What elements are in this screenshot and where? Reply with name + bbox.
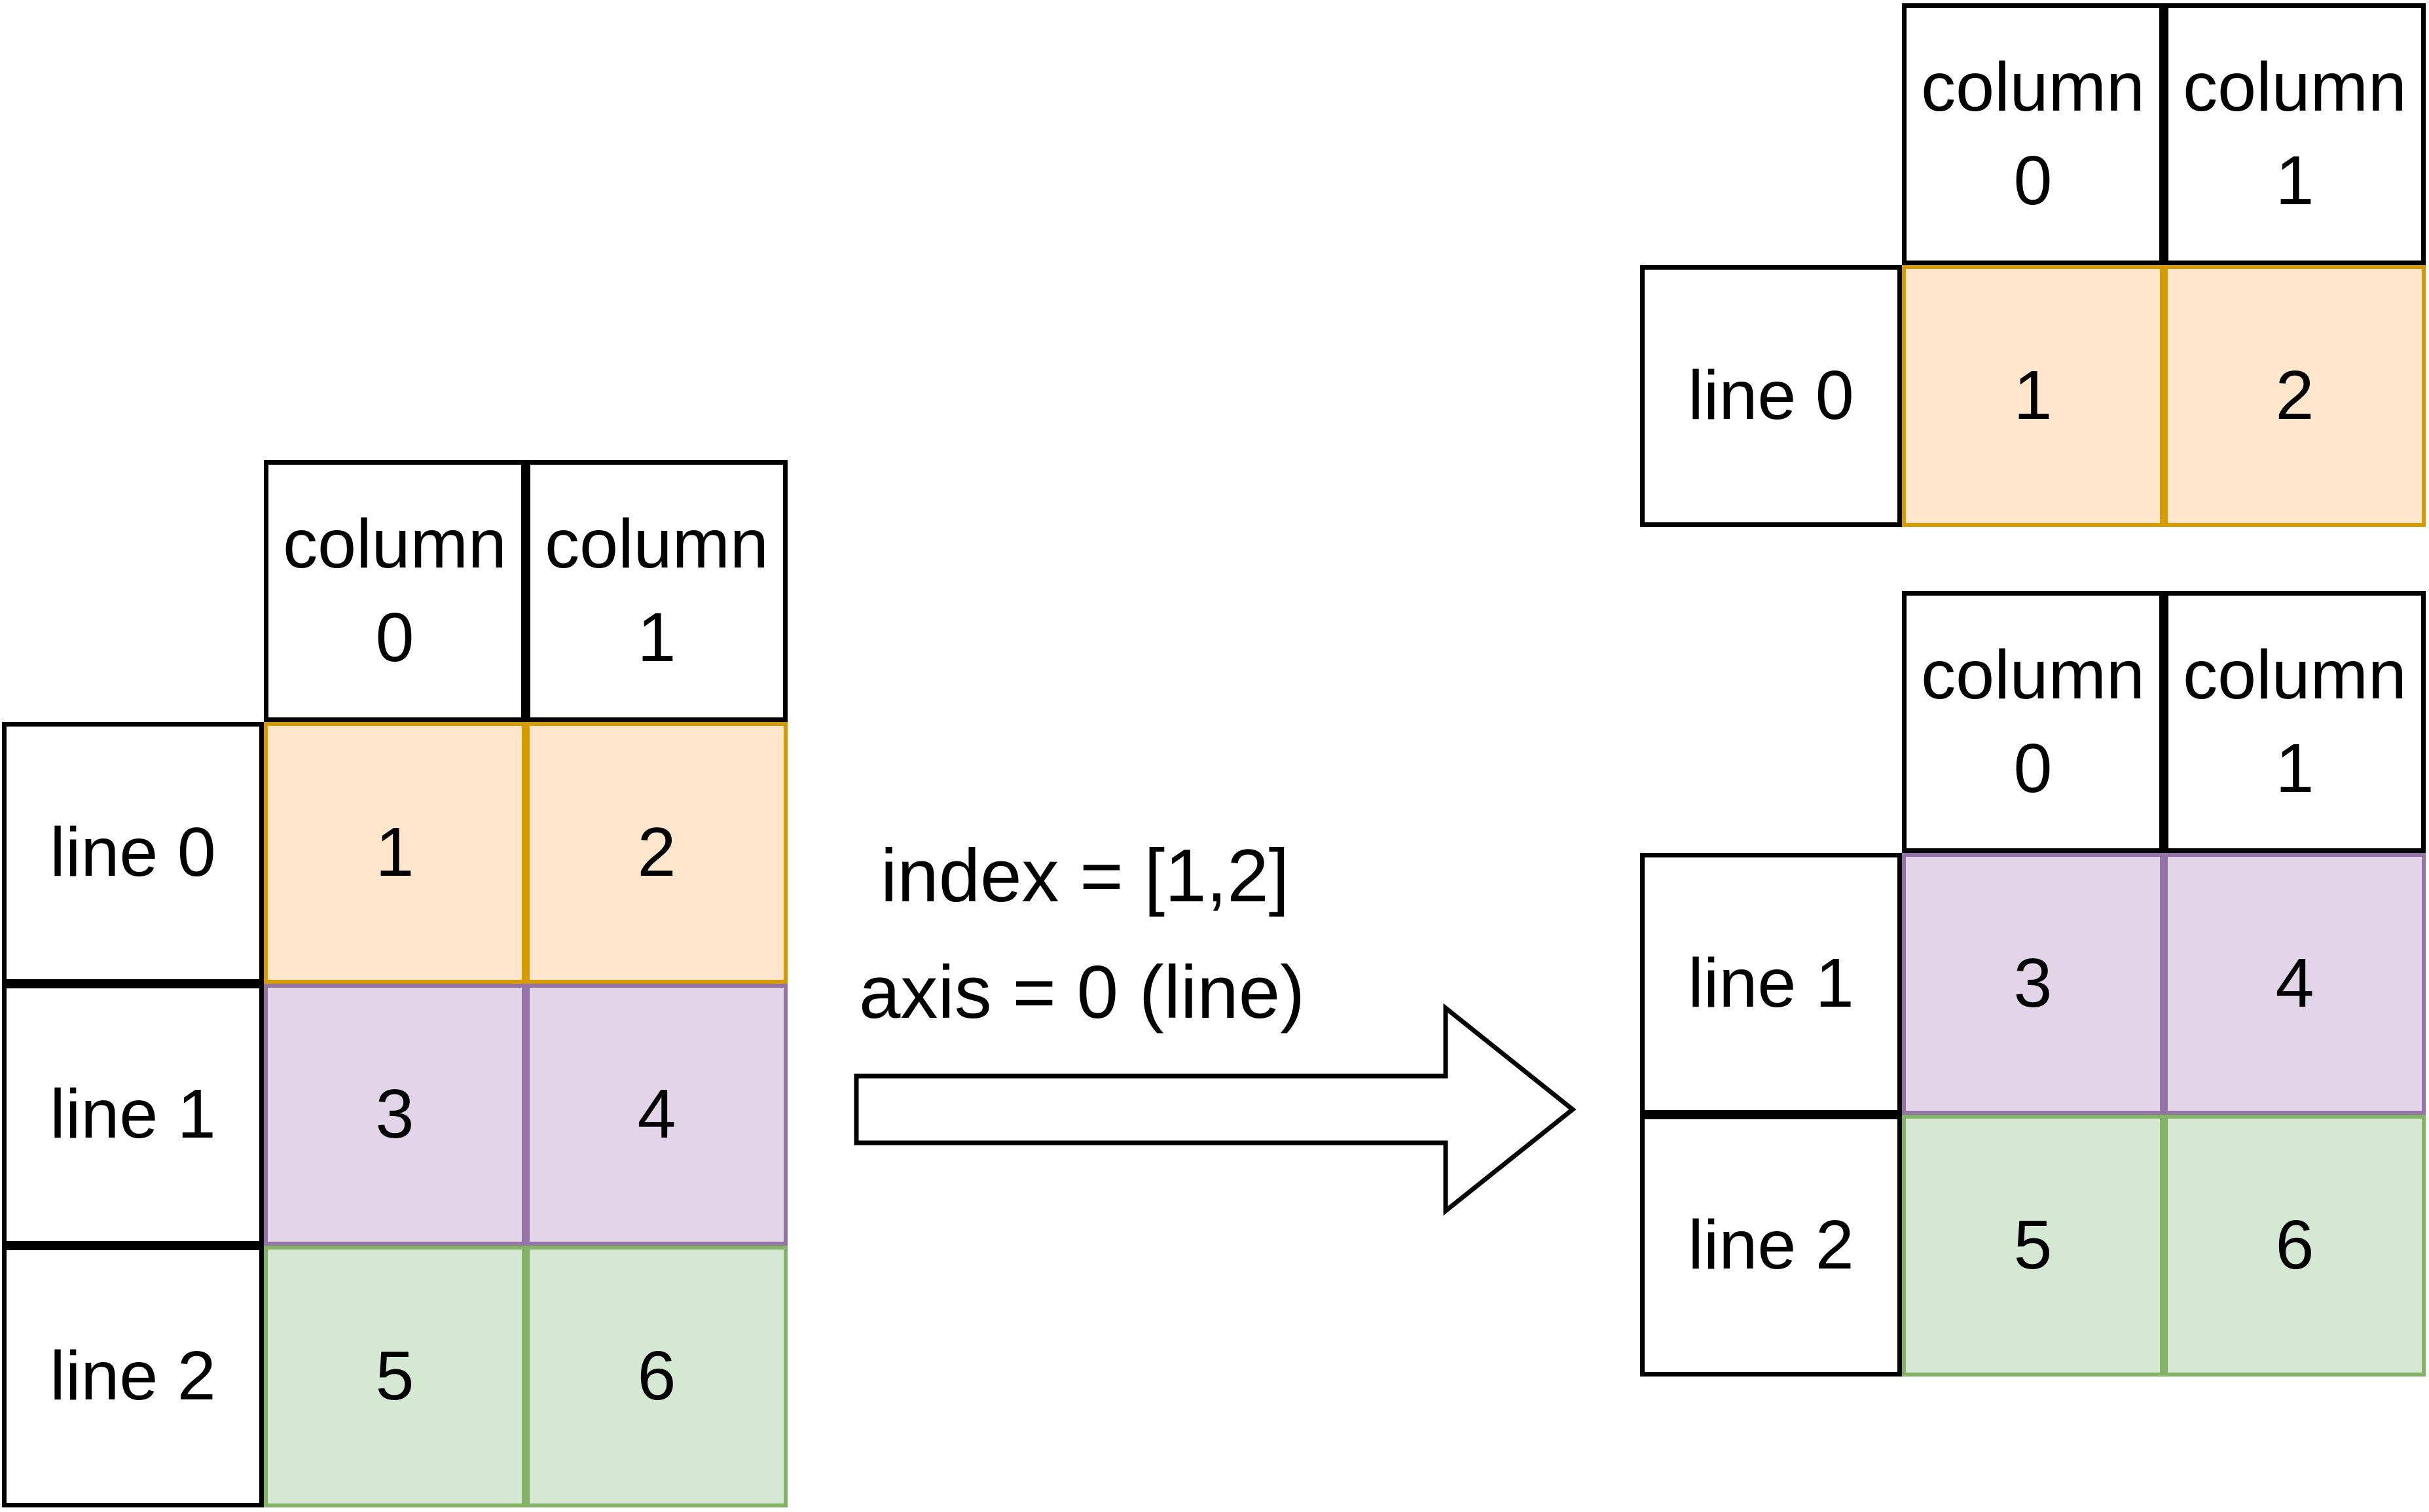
result-table-bottom-cell-0-0: 3 (1902, 853, 2164, 1115)
source-table-cell-2-0: 5 (264, 1246, 526, 1507)
result-table-bottom-cell-1-0: 5 (1902, 1115, 2164, 1377)
source-table-cell-0-1: 2 (526, 722, 788, 984)
source-table-cell-1-0: 3 (264, 984, 526, 1246)
result-table-top-row-label-0: line 0 (1640, 265, 1902, 527)
result-table-bottom-cell-0-1: 4 (2164, 853, 2426, 1115)
result-table-bottom-row-label-0: line 1 (1640, 853, 1902, 1115)
source-table-cell-1-1: 4 (526, 984, 788, 1246)
source-table-cell-2-1: 6 (526, 1246, 788, 1507)
source-table-row-label-1: line 1 (2, 984, 264, 1246)
result-table-bottom-row-label-1: line 2 (1640, 1115, 1902, 1377)
source-table-row-label-0: line 0 (2, 722, 264, 984)
source-table-column-header-1: column 1 (526, 460, 788, 722)
result-table-bottom-column-header-1: column 1 (2164, 591, 2426, 853)
operation-axis-label: axis = 0 (line) (859, 951, 1306, 1034)
source-table-row-label-2: line 2 (2, 1246, 264, 1507)
source-table-column-header-0: column 0 (264, 460, 526, 722)
right-arrow-icon (854, 1003, 1577, 1216)
result-table-bottom-cell-1-1: 6 (2164, 1115, 2426, 1377)
result-table-top-cell-0-0: 1 (1902, 265, 2164, 527)
operation-index-label: index = [1,2] (881, 835, 1290, 918)
result-table-top-column-header-1: column 1 (2164, 3, 2426, 265)
result-table-bottom-column-header-0: column 0 (1902, 591, 2164, 853)
result-table-top-cell-0-1: 2 (2164, 265, 2426, 527)
result-table-top-column-header-0: column 0 (1902, 3, 2164, 265)
source-table-cell-0-0: 1 (264, 722, 526, 984)
